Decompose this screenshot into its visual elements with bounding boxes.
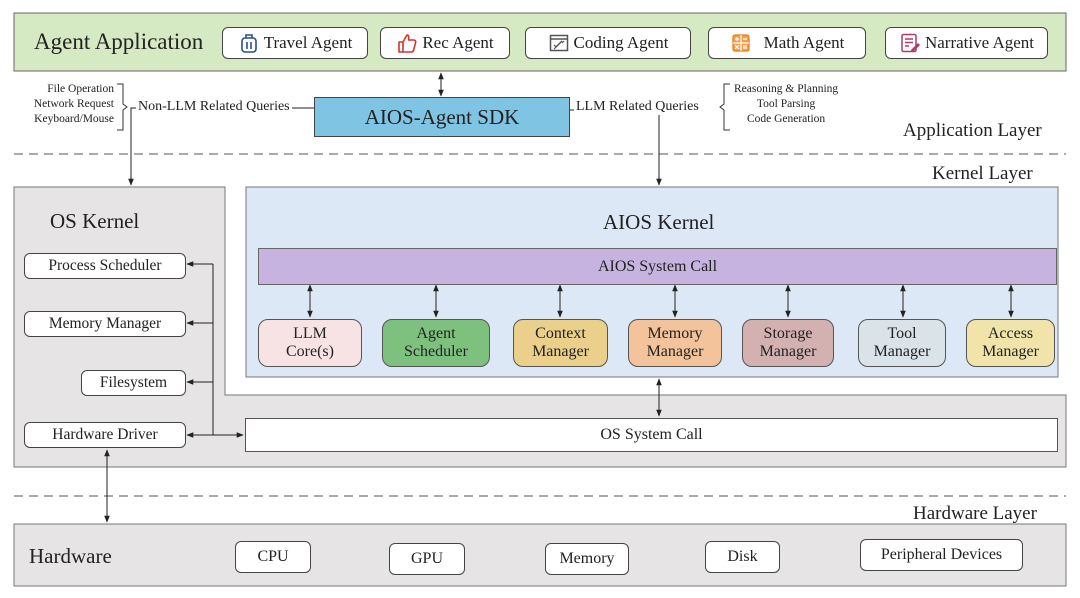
llm-brace [719, 83, 730, 131]
narrative-agent-pill: Narrative Agent [885, 27, 1048, 59]
kernel-layer-label: Kernel Layer [932, 163, 1033, 184]
llm-queries-label: LLM Related Queries [574, 99, 701, 116]
memory-hw-box: Memory [545, 543, 629, 575]
os-system-call-label: OS System Call [600, 426, 703, 443]
aios-system-call-label: AIOS System Call [597, 257, 718, 275]
disk-box: Disk [705, 541, 780, 573]
llm-arrow [570, 109, 662, 186]
hardware-driver-label: Hardware Driver [52, 426, 158, 443]
gpu-label: GPU [410, 550, 443, 567]
peripheral-devices-label: Peripheral Devices [880, 546, 1003, 563]
rec-agent-label: Rec Agent [422, 33, 494, 52]
math-agent-label: Math Agent [763, 33, 845, 52]
non-llm-items: File Operation Network Request Keyboard/… [10, 82, 114, 127]
disk-label: Disk [727, 548, 758, 565]
llm-item: Reasoning & Planning [734, 83, 839, 95]
aios-agent-sdk-box: AIOS-Agent SDK [314, 97, 570, 137]
aios-agent-sdk-label: AIOS-Agent SDK [364, 104, 520, 129]
non-llm-arrow [128, 107, 314, 186]
aios-system-call-bar: AIOS System Call [258, 248, 1057, 285]
process-scheduler-box: Process Scheduler [24, 253, 186, 279]
filesystem-label: Filesystem [99, 374, 168, 391]
gpu-box: GPU [389, 543, 465, 575]
cpu-box: CPU [235, 541, 311, 573]
llm-item: Code Generation [746, 112, 826, 125]
thumbs-up-icon [398, 34, 417, 53]
os-kernel-region [13, 186, 1067, 468]
aios-kernel-title: AIOS Kernel [603, 210, 715, 234]
code-window-icon [549, 34, 568, 52]
travel-agent-label: Travel Agent [263, 33, 353, 52]
os-system-call-bar: OS System Call [245, 418, 1058, 452]
travel-agent-pill: Travel Agent [222, 27, 368, 59]
luggage-icon [240, 34, 257, 53]
os-kernel-title: OS Kernel [50, 209, 140, 233]
llm-items: Reasoning & Planning Tool Parsing Code G… [734, 82, 838, 127]
calculator-icon [732, 34, 750, 52]
non-llm-item: File Operation [47, 83, 114, 95]
memory-hw-label: Memory [559, 550, 615, 567]
rec-agent-pill: Rec Agent [380, 27, 510, 59]
coding-agent-pill: Coding Agent [525, 27, 691, 59]
narrative-agent-label: Narrative Agent [924, 33, 1035, 52]
llm-item: Tool Parsing [756, 97, 816, 110]
non-llm-item: Network Request [33, 97, 114, 110]
agent-application-title: Agent Application [34, 29, 204, 54]
math-agent-pill: Math Agent [708, 27, 866, 59]
cpu-label: CPU [257, 548, 289, 565]
non-llm-item: Keyboard/Mouse [34, 112, 114, 125]
memory-manager-os-label: Memory Manager [48, 315, 162, 332]
non-llm-queries-label: Non-LLM Related Queries [136, 99, 292, 116]
coding-agent-label: Coding Agent [573, 33, 669, 52]
hardware-driver-box: Hardware Driver [24, 422, 186, 448]
document-edit-icon [901, 33, 920, 53]
peripheral-devices-box: Peripheral Devices [860, 539, 1023, 571]
non-llm-brace [117, 83, 128, 131]
filesystem-box: Filesystem [81, 370, 186, 396]
memory-manager-os-box: Memory Manager [24, 311, 186, 337]
application-layer-label: Application Layer [903, 120, 1042, 141]
hardware-layer-label: Hardware Layer [913, 503, 1037, 524]
hardware-title: Hardware [29, 544, 112, 568]
process-scheduler-label: Process Scheduler [48, 257, 162, 274]
